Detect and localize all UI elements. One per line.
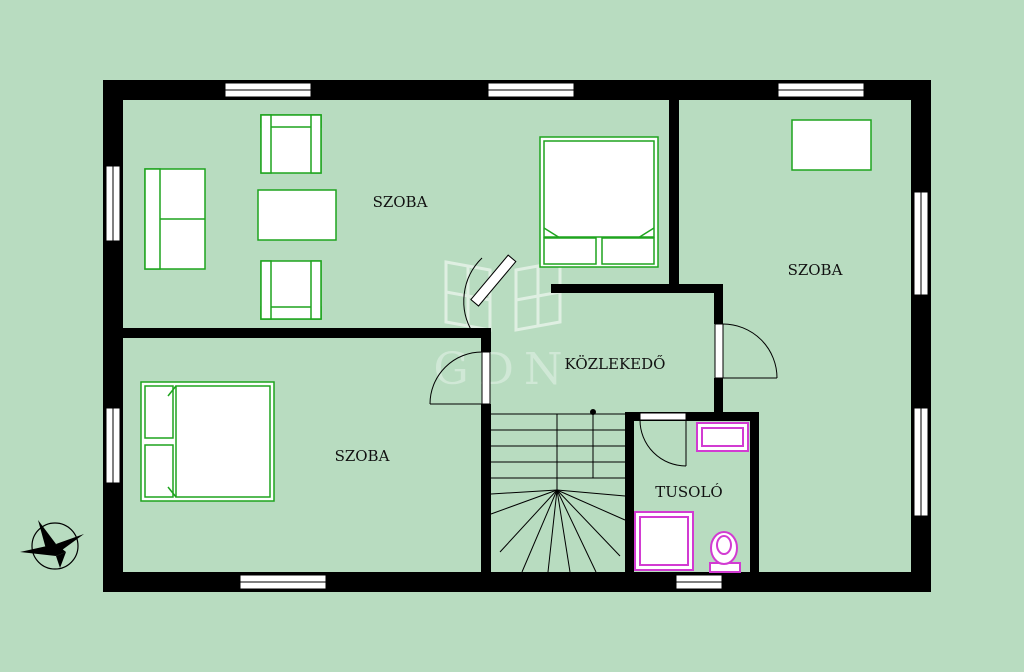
doors xyxy=(429,254,778,467)
furniture-bedroom xyxy=(140,381,275,502)
desk xyxy=(791,119,872,171)
staircase xyxy=(490,409,626,573)
room-label-shower: TUSOLÓ xyxy=(655,483,722,501)
furniture-living xyxy=(144,114,659,320)
north-arrow-icon xyxy=(20,520,84,570)
room-label-hallway: KÖZLEKEDŐ xyxy=(565,355,666,373)
room-label-bottom-left: SZOBA xyxy=(335,447,390,465)
room-label-top-right: SZOBA xyxy=(788,261,843,279)
windows xyxy=(105,82,929,590)
sanitary xyxy=(634,422,749,573)
watermark-text: GDN xyxy=(434,344,573,395)
room-label-top-left: SZOBA xyxy=(373,193,428,211)
